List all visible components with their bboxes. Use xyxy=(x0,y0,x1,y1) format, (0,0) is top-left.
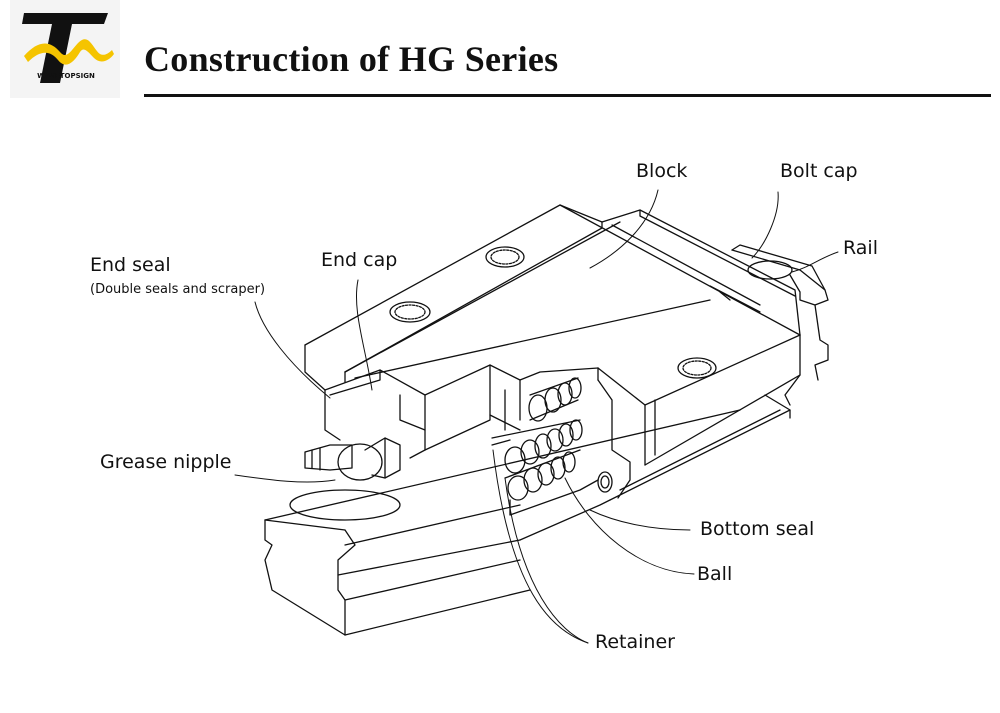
label-retainer: Retainer xyxy=(595,631,675,653)
leader-lines xyxy=(234,189,839,644)
label-bottom-seal: Bottom seal xyxy=(700,518,815,540)
label-rail: Rail xyxy=(843,237,878,259)
label-grease-nipple: Grease nipple xyxy=(100,451,232,473)
rail xyxy=(264,244,829,636)
label-block: Block xyxy=(636,160,688,182)
balls xyxy=(491,377,599,516)
logo-wordmark: WAVETOPSIGN xyxy=(37,72,95,80)
label-ball: Ball xyxy=(697,563,733,585)
title-underline xyxy=(144,94,991,97)
block xyxy=(304,204,801,541)
wavetopsign-logo: WAVETOPSIGN xyxy=(10,0,120,98)
label-bolt-cap: Bolt cap xyxy=(780,160,858,182)
label-end-seal-note: (Double seals and scraper) xyxy=(90,282,266,297)
bolt-cap xyxy=(289,260,793,521)
label-end-seal: End seal xyxy=(90,254,171,276)
label-end-cap: End cap xyxy=(321,249,398,271)
page-title: Construction of HG Series xyxy=(144,39,559,79)
grease-nipple xyxy=(304,437,401,481)
end-cap xyxy=(324,364,599,459)
